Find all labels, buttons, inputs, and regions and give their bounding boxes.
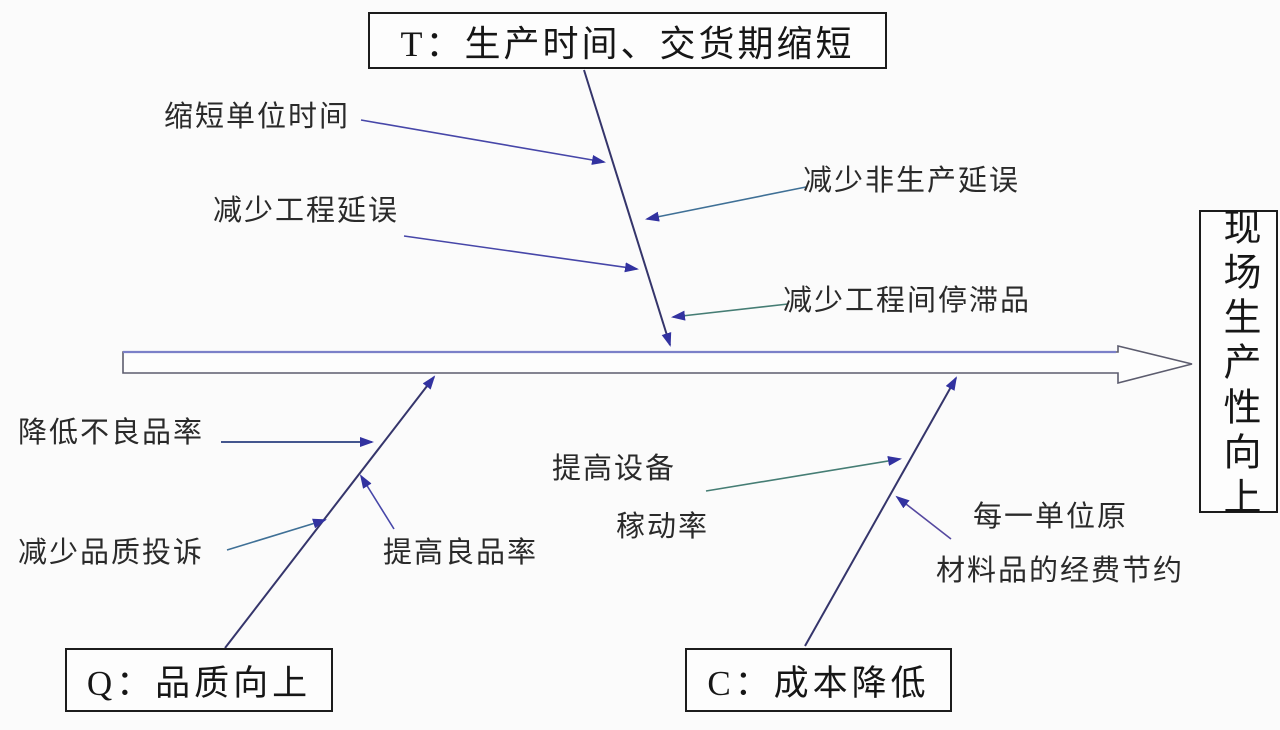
branch-line-cost (804, 376, 957, 647)
connector-arrow-shorten-unit-time (360, 119, 606, 165)
spine-arrow (122, 344, 1193, 385)
cause-label-equipment-line1: 提高设备 (552, 453, 677, 485)
connector-arrow-reduce-process-delay (403, 235, 639, 273)
cause-label-material-line1: 每一单位原 (973, 501, 1129, 533)
connector-arrow-reduce-wip-stagnation (671, 303, 789, 321)
category-box-quality: Q：品质向上 (65, 648, 333, 712)
cause-label-material-line2: 材料品的经费节约 (936, 555, 1185, 587)
category-box-cost: C：成本降低 (685, 648, 952, 712)
cause-label-reduce-process-delay: 减少工程延误 (213, 195, 400, 227)
cause-label-improve-yield: 提高良品率 (383, 537, 539, 569)
cause-label-shorten-unit-time: 缩短单位时间 (164, 101, 351, 133)
cause-label-reduce-nonproduction-delay: 减少非生产延误 (803, 165, 1021, 197)
connector-arrow-material-cost-saving (895, 495, 952, 540)
connector-arrow-reduce-nonproduction-delay (645, 186, 807, 222)
category-box-time: T：生产时间、交货期缩短 (368, 12, 887, 69)
cause-label-reduce-wip-stagnation: 减少工程间停滞品 (783, 285, 1032, 317)
cause-label-lower-defect-rate: 降低不良品率 (18, 417, 205, 449)
connector-arrow-reduce-quality-complaints (226, 518, 327, 551)
branch-line-quality (224, 375, 436, 649)
effect-box-productivity: 现场生产性向上 (1199, 207, 1278, 522)
branch-line-time (583, 69, 672, 347)
cause-label-equipment-line2: 稼动率 (616, 511, 710, 543)
connector-arrow-equipment-utilization (705, 456, 902, 492)
connector-arrow-improve-yield (359, 474, 395, 530)
cause-label-reduce-quality-complaints: 减少品质投诉 (18, 537, 205, 569)
